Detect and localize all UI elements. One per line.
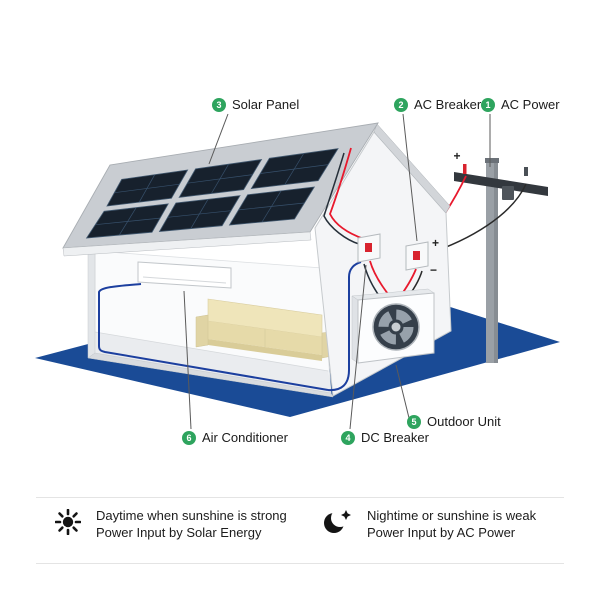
label-ac-power-text: AC Power: [501, 97, 560, 112]
dc-wire-blue: [98, 283, 329, 391]
roof-eave-fascia: [62, 231, 312, 257]
label-solar-panel-text: Solar Panel: [232, 97, 300, 112]
leader-solar-panel: [208, 113, 229, 165]
dc-breaker-box: [357, 233, 381, 263]
breaker-plus-mark: +: [432, 236, 439, 250]
label-air-conditioner-text: Air Conditioner: [202, 430, 288, 445]
badge-2: 2: [394, 97, 408, 112]
label-dc-breaker-text: DC Breaker: [361, 430, 429, 445]
leader-lines: [183, 113, 491, 430]
room-floor: [95, 332, 331, 393]
utility-pole: [454, 158, 548, 363]
legend-daytime-line1: Daytime when sunshine is strong: [96, 508, 287, 523]
moon-icon: [322, 508, 352, 541]
badge-6: 6: [182, 430, 196, 445]
badge-5: 5: [407, 414, 421, 429]
far-roof-edge: [373, 123, 451, 214]
badge-1: 1: [481, 97, 495, 112]
pole-crossarm: [454, 172, 548, 196]
pv-wire-black: [323, 152, 360, 245]
leader-ac-breaker: [402, 113, 418, 242]
indoor-ac-unit: [137, 261, 232, 289]
label-dc-breaker: 4 DC Breaker: [341, 430, 429, 445]
label-air-conditioner: 6 Air Conditioner: [182, 430, 288, 445]
breaker-minus-mark: −: [430, 263, 437, 277]
legend-daytime: Daytime when sunshine is strong Power In…: [54, 507, 287, 541]
label-ac-breaker: 2 AC Breaker: [394, 97, 481, 112]
pole-plus-mark: +: [453, 149, 460, 163]
dc-wire-blue-riser: [327, 261, 362, 392]
leader-dc-breaker: [349, 264, 367, 430]
solar-panel-gridlines: [95, 153, 329, 236]
ac-breaker-box: [405, 241, 429, 271]
label-outdoor-unit-text: Outdoor Unit: [427, 414, 501, 429]
legend-divider-top: [36, 497, 564, 498]
outdoor-unit-graphic: [351, 288, 435, 364]
sun-icon: [54, 508, 82, 540]
leader-air-conditioner: [183, 290, 192, 430]
legend-daytime-line2: Power Input by Solar Energy: [96, 525, 262, 540]
legend-divider-bottom: [36, 563, 564, 564]
legend-nighttime: Nightime or sunshine is weak Power Input…: [322, 507, 536, 541]
house: [62, 122, 452, 398]
pv-wire-red: [329, 147, 365, 240]
legend-nighttime-line2: Power Input by AC Power: [367, 525, 516, 540]
label-ac-power: 1 AC Power: [481, 97, 560, 112]
label-outdoor-unit: 5 Outdoor Unit: [407, 414, 501, 429]
label-solar-panel: 3 Solar Panel: [212, 97, 299, 112]
badge-4: 4: [341, 430, 355, 445]
badge-3: 3: [212, 97, 226, 112]
pole-insulator-left: [463, 164, 467, 174]
leader-outdoor-unit: [395, 364, 410, 419]
pole-transformer: [502, 186, 514, 200]
wall-bottom-edge: [87, 352, 334, 398]
wall-left-edge: [87, 250, 96, 359]
sofa: [195, 298, 333, 361]
label-ac-breaker-text: AC Breaker: [414, 97, 482, 112]
pole-insulator-right: [524, 167, 528, 176]
solar-panel: [85, 203, 169, 239]
legend-nighttime-line1: Nightime or sunshine is weak: [367, 508, 537, 523]
